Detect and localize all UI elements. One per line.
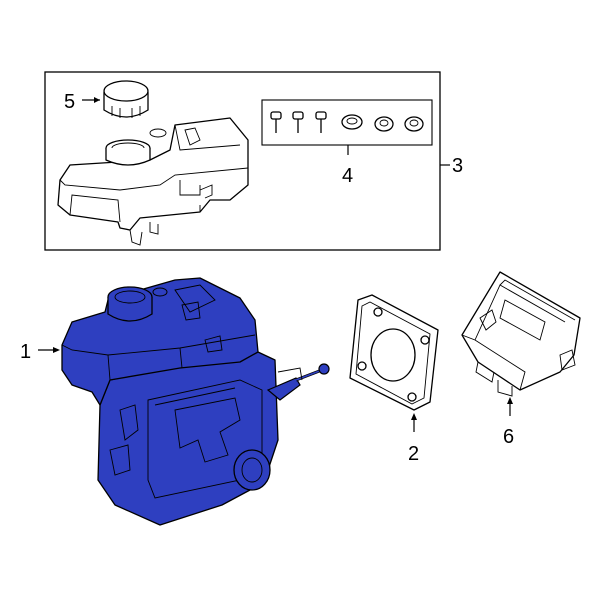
brake-booster-assembly[interactable] — [61, 277, 330, 526]
reservoir-kit-frame — [44, 71, 441, 251]
hardware-grommets[interactable] — [341, 114, 424, 132]
callout-6[interactable]: 6 — [503, 426, 514, 448]
reservoir-kit-group: 3 5 — [44, 71, 463, 251]
hardware-kit-frame — [261, 99, 433, 146]
hardware-screws[interactable] — [270, 111, 327, 133]
callout-1[interactable]: 1 — [20, 341, 31, 363]
reservoir-tank[interactable] — [57, 117, 249, 246]
control-module[interactable] — [461, 271, 581, 397]
callout-3[interactable]: 3 — [452, 155, 463, 177]
callout-2[interactable]: 2 — [408, 443, 419, 465]
gasket[interactable] — [349, 294, 439, 411]
reservoir-cap[interactable] — [103, 80, 149, 118]
booster-push-rod — [266, 377, 301, 401]
callout-5[interactable]: 5 — [64, 91, 75, 113]
callout-4[interactable]: 4 — [342, 165, 353, 187]
